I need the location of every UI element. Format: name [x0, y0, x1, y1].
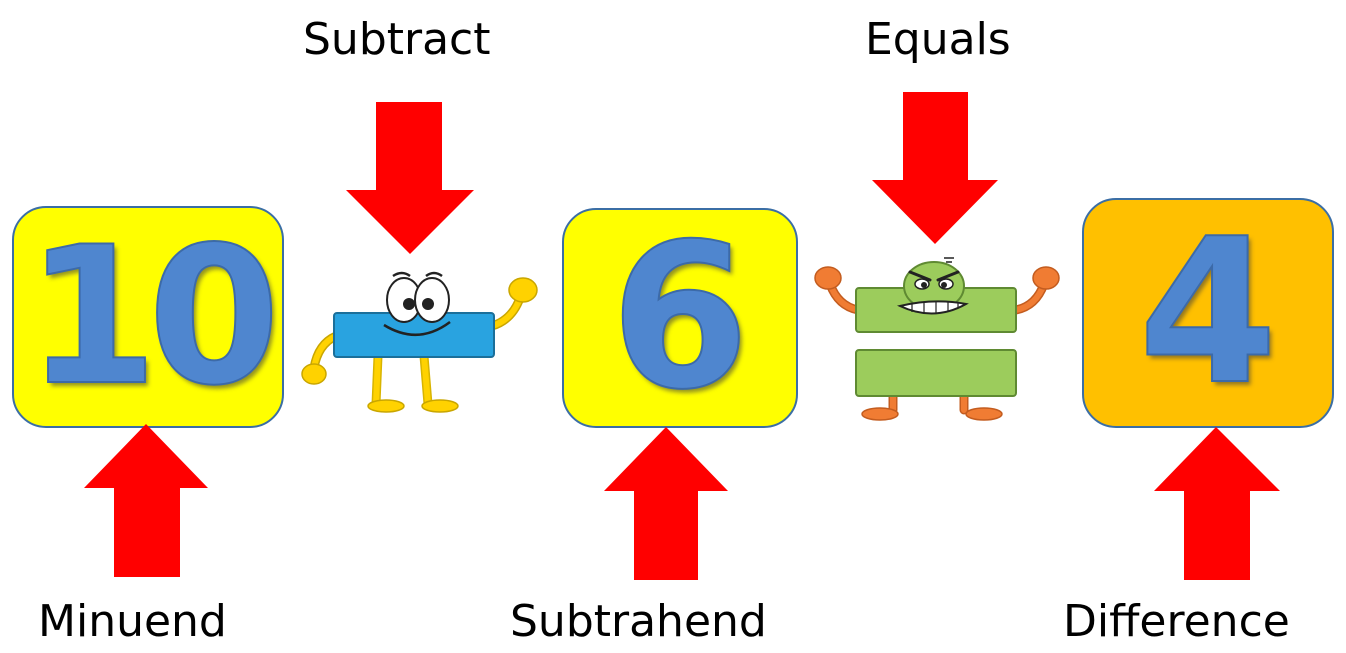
subtrahend-label: Subtrahend: [510, 596, 767, 647]
difference-number: 4: [1137, 196, 1278, 429]
difference-box: 4: [1082, 198, 1334, 428]
equals-label: Equals: [865, 14, 1011, 65]
minuend-box: 10: [12, 206, 284, 428]
equals-sign-character-icon: [814, 257, 1060, 421]
minuend-label: Minuend: [38, 596, 227, 647]
up-arrow-icon: [604, 427, 728, 580]
down-arrow-icon: [346, 102, 474, 254]
subtrahend-box: 6: [562, 208, 798, 428]
up-arrow-icon: [1154, 427, 1280, 580]
minuend-number: 10: [25, 206, 281, 427]
difference-label: Difference: [1063, 596, 1290, 647]
down-arrow-icon: [872, 92, 998, 244]
subtract-label: Subtract: [303, 14, 491, 65]
subtrahend-number: 6: [609, 201, 750, 434]
up-arrow-icon: [84, 424, 208, 577]
minus-sign-character-icon: [301, 271, 538, 413]
